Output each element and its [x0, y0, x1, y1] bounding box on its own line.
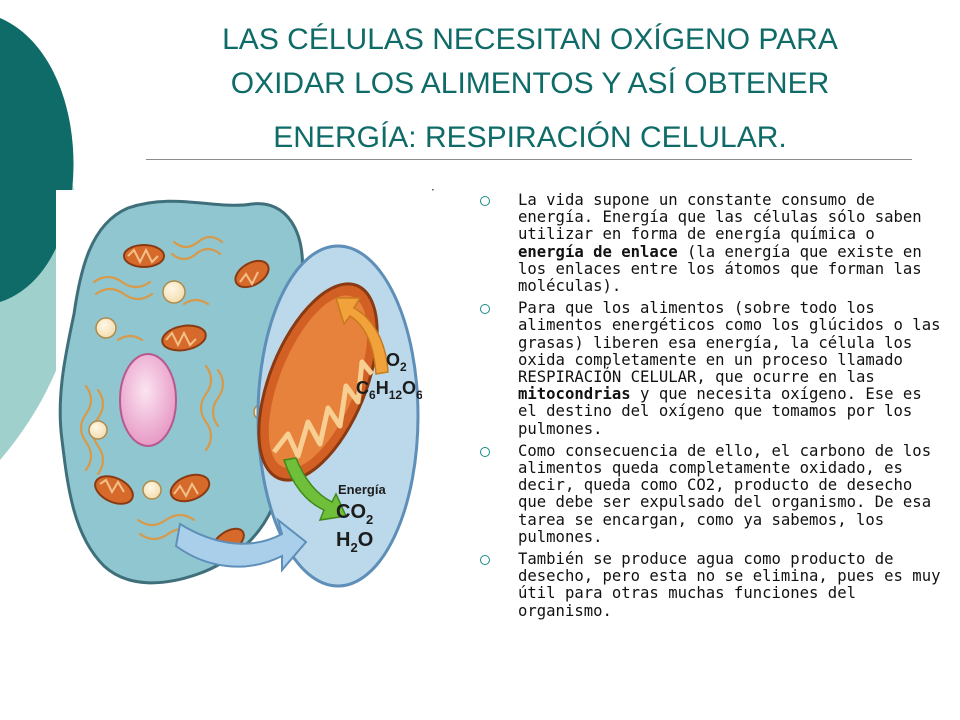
cell-respiration-illustration: O2 C6H12O6 Energía CO2 H2O: [58, 199, 422, 588]
slide-title: LAS CÉLULAS NECESITAN OXÍGENO PARA OXIDA…: [150, 18, 910, 160]
input-arrow: [334, 297, 389, 375]
bullet-list: La vida supone un constante consumo de e…: [478, 191, 948, 625]
bullet-item: También se produce agua como producto de…: [478, 551, 948, 620]
title-divider: [146, 159, 912, 160]
big-mitochondrion: [257, 282, 379, 482]
bullet-item: Como consecuencia de ello, el carbono de…: [478, 442, 948, 546]
bullet-circle-icon: [480, 446, 490, 457]
title-line-1: LAS CÉLULAS NECESITAN OXÍGENO PARA: [222, 23, 838, 56]
energia-label: Energía: [338, 482, 386, 497]
nucleus: [119, 353, 177, 447]
bullet-circle-icon: [480, 196, 490, 206]
title-line-3: ENERGÍA: RESPIRACIÓN CELULAR.: [273, 121, 787, 154]
title-line-2: OXIDAR LOS ALIMENTOS Y ASÍ OBTENER: [230, 67, 830, 100]
h2o-label: H2O: [336, 529, 373, 555]
stray-dot: ·: [431, 183, 435, 197]
emphasis-energia-de-enlace: energía de enlace: [518, 242, 678, 261]
cell-vacuoles: [88, 280, 271, 500]
emphasis-mitocondrias: mitocondrias: [518, 385, 631, 404]
glucose-label: C6H12O6: [356, 378, 422, 402]
output-arrow: [283, 457, 348, 521]
bullet-circle-icon: [480, 304, 490, 315]
bullet-item: Para que los alimentos (sobre todo los a…: [478, 300, 948, 438]
co2-label: CO2: [336, 501, 373, 527]
zoom-arrow: [174, 517, 308, 573]
bullet-circle-icon: [480, 555, 490, 566]
o2-label: O2: [386, 350, 407, 374]
bullet-item: La vida supone un constante consumo de e…: [478, 191, 948, 295]
